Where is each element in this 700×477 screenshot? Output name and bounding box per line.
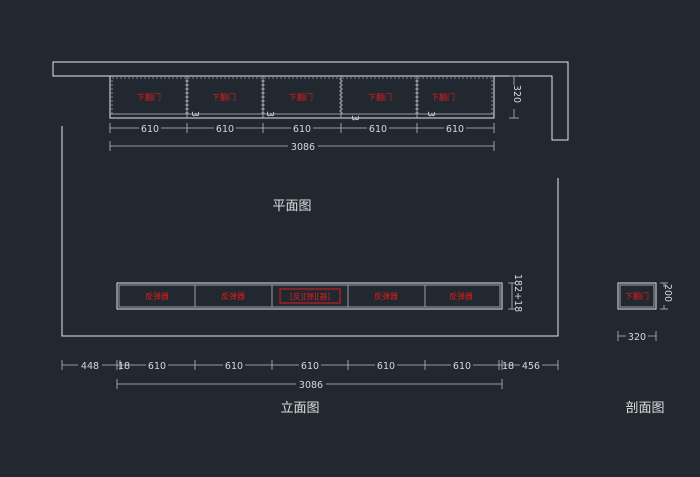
elevation-center-panel-label: [反][弹][器] [290,291,330,301]
plan-segment-dim: 610 [446,124,464,135]
plan-segment-dim: 610 [216,124,234,135]
elevation-bottom-dim: 18 [502,361,514,372]
plan-door-outline [417,77,493,115]
plan-segment-dim: 610 [141,124,159,135]
plan-cabinet-body [109,75,495,119]
elevation-bottom-dim: 610 [225,361,243,372]
plan-gap-mark: 3 [264,111,275,117]
elevation-view: 反弹器 反弹器 反弹器 反弹器 [反][弹][器] 182+18 448 18 [61,126,559,416]
plan-depth-dim: 320 [511,85,522,103]
plan-total-dim: 3086 [291,142,315,153]
plan-door-outline [187,77,263,115]
plan-segment-dim: 610 [293,124,311,135]
plan-door-label: 下翻门 [212,92,236,102]
section-cabinet [617,282,657,310]
elevation-cabinet-inner [118,284,501,308]
elevation-center-panel [279,288,341,304]
section-height-dim: 200 [662,284,673,302]
plan-wall-outline [52,61,569,141]
elevation-cabinet [116,282,503,310]
section-title: 剖面图 [625,401,664,416]
plan-door-label: 下翻门 [137,92,161,102]
elevation-panel-label: 反弹器 [221,291,245,301]
elevation-bottom-dim: 610 [377,361,395,372]
plan-door-label: 下翻门 [289,92,313,102]
elevation-bottom-dim: 456 [522,361,540,372]
elevation-panel-label: 反弹器 [374,291,398,301]
plan-door-label: 下翻门 [431,92,455,102]
elevation-total-dim: 3086 [299,380,323,391]
plan-gap-mark: 3 [425,111,436,117]
section-cabinet-inner [619,284,655,308]
elevation-title: 立面图 [280,401,319,416]
section-door-label: 下翻门 [625,291,649,301]
elevation-bottom-dim: 610 [148,361,166,372]
plan-segment-dim: 610 [369,124,387,135]
plan-door-outline [263,77,341,115]
elevation-panel-label: 反弹器 [145,291,169,301]
elevation-bottom-dim: 610 [301,361,319,372]
elevation-panel-label: 反弹器 [449,291,473,301]
plan-title: 平面图 [272,199,311,214]
elevation-bottom-dim: 610 [453,361,471,372]
plan-gap-mark: 3 [349,115,360,121]
plan-gap-mark: 3 [189,111,200,117]
elevation-bottom-dim: 18 [118,361,130,372]
elevation-room-outline [61,126,559,337]
plan-door-label: 下翻门 [368,92,392,102]
plan-view: 下翻门 下翻门 下翻门 下翻门 下翻门 3 3 3 3 610 610 610 … [52,61,569,214]
elevation-height-dim: 182+18 [512,274,523,312]
elevation-bottom-dim: 448 [81,361,99,372]
section-view: 下翻门 200 320 剖面图 [617,282,673,416]
plan-door-outline [341,77,417,115]
plan-door-outline [111,77,187,115]
section-width-dim: 320 [628,332,646,343]
